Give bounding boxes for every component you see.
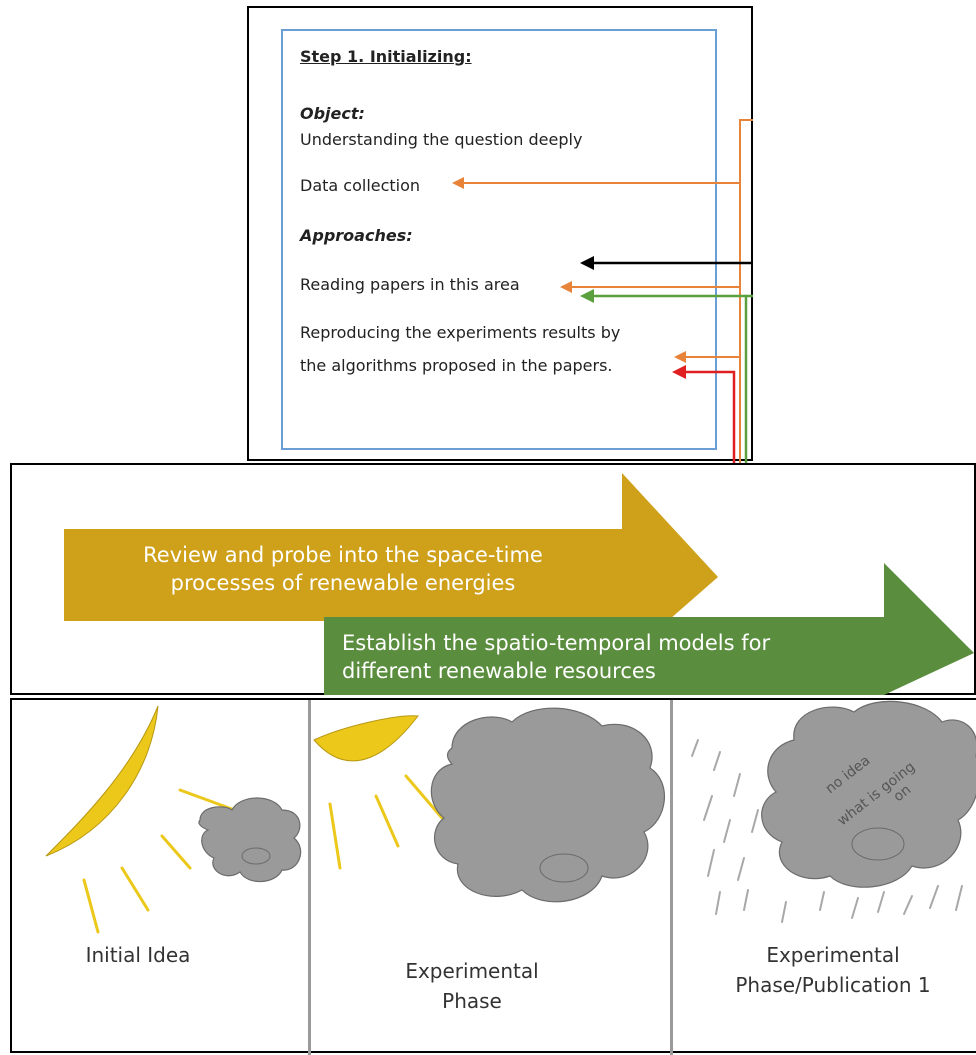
establish-banner-line2: different renewable resources [342, 659, 656, 683]
small-cloud-icon [198, 797, 302, 883]
sun-icon [45, 705, 159, 857]
sun-icon-phase2 [313, 715, 419, 762]
phase-label-experimental: Experimental Phase [372, 956, 572, 1016]
review-banner-line1: Review and probe into the space-time [143, 543, 543, 567]
step1-title: Step 1. Initializing: [300, 47, 472, 66]
storm-cloud-icon [761, 700, 976, 888]
step1-text-box [281, 29, 717, 450]
phases-illustration: no idea what is going on [45, 700, 976, 934]
sun-rays-icon-phase2 [328, 774, 444, 870]
review-banner-arrow [64, 473, 718, 661]
establish-banner-text: Establish the spatio-temporal models for… [342, 629, 902, 685]
phase-label-publication: Experimental Phase/Publication 1 [698, 940, 968, 1000]
phase1-label: Initial Idea [85, 943, 191, 967]
approach-item-reading: Reading papers in this area [300, 275, 520, 294]
step1-panel [247, 6, 753, 461]
phase2-label-line1: Experimental [405, 959, 539, 983]
approach-item-reproducing-line2: the algorithms proposed in the papers. [300, 356, 613, 375]
object-item-data-collection: Data collection [300, 176, 421, 195]
object-item-understanding: Understanding the question deeply [300, 130, 583, 149]
establish-banner-line1: Establish the spatio-temporal models for [342, 631, 771, 655]
banner-panel: Review and probe into the space-time pro… [10, 463, 976, 695]
rain-marks-icon [691, 739, 963, 923]
phase-divider-1 [308, 700, 311, 1055]
phase3-label-line1: Experimental [766, 943, 900, 967]
large-cloud-icon [430, 707, 665, 903]
review-banner-text: Review and probe into the space-time pro… [128, 541, 558, 597]
phase-divider-2 [670, 700, 673, 1055]
establish-banner-arrow [324, 563, 974, 695]
phase2-label-line2: Phase [442, 989, 502, 1013]
approach-item-reproducing-line1: Reproducing the experiments results by [300, 323, 621, 342]
object-heading: Object: [300, 104, 365, 123]
phase3-label-line2: Phase/Publication 1 [735, 973, 931, 997]
banner-arrows [64, 473, 974, 695]
phases-panel: no idea what is going on Initial Idea Ex… [10, 698, 976, 1055]
approaches-heading: Approaches: [300, 226, 413, 245]
review-banner-line2: processes of renewable energies [170, 571, 516, 595]
phase-label-initial-idea: Initial Idea [48, 940, 228, 970]
